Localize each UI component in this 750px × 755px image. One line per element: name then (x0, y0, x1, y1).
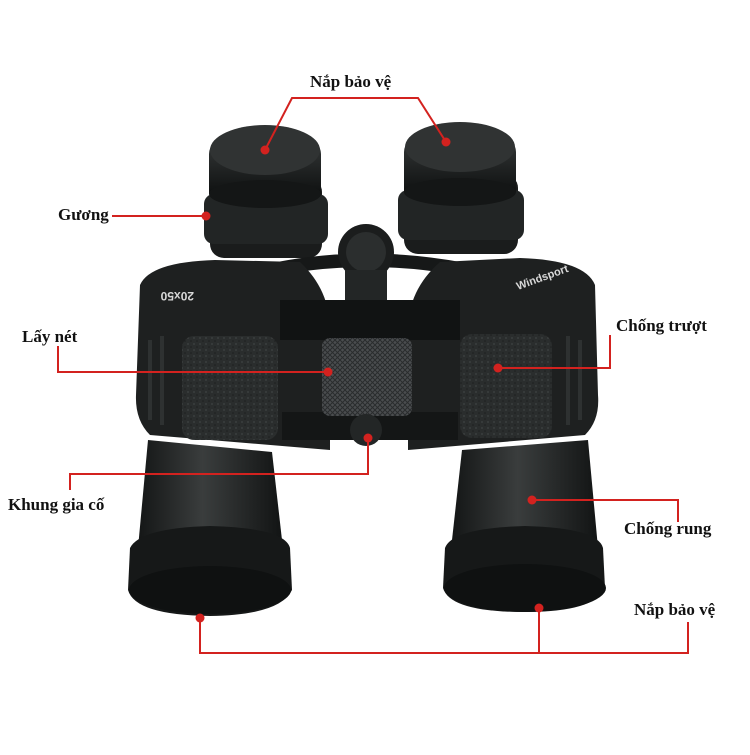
label-focus: Lấy nét (22, 327, 78, 346)
leader-anti-shake (532, 499, 679, 522)
label-protective-cap-bottom: Nắp bảo vệ (634, 600, 716, 619)
leader-focus (57, 346, 328, 373)
left-objective (128, 440, 292, 616)
left-eyepiece (204, 125, 328, 258)
label-reinforced-frame: Khung gia cố (8, 495, 105, 514)
body (135, 258, 599, 450)
leader-lines (57, 97, 689, 654)
right-eyepiece (398, 122, 524, 254)
model-text: 20x50 (160, 289, 194, 303)
label-protective-cap-top: Nắp bảo vệ (310, 72, 392, 91)
leader-cap-top (264, 97, 447, 151)
label-anti-shake: Chống rung (624, 519, 712, 538)
leader-frame (69, 438, 369, 490)
leader-cap-bottom (199, 608, 689, 654)
label-mirror: Gương (58, 205, 109, 224)
label-anti-slip: Chống trượt (616, 316, 707, 335)
leader-anti-slip (498, 335, 611, 369)
right-objective (443, 440, 606, 612)
leader-dots (195, 137, 544, 623)
